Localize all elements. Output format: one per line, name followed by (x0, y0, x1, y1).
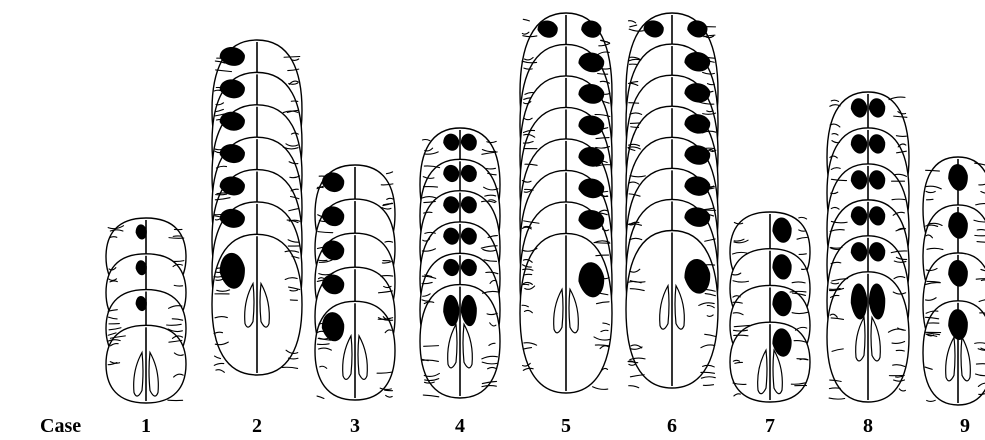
sulcus (630, 123, 640, 124)
sulcus (628, 21, 635, 23)
slice-stack-case-3 (315, 165, 395, 400)
brain-slice (923, 301, 985, 405)
sulcus (288, 358, 298, 359)
sulcus (629, 364, 636, 366)
sulcus (422, 140, 429, 141)
sulcus (799, 217, 807, 219)
sulcus (703, 385, 713, 386)
case-label-1: 1 (141, 415, 151, 437)
case-label-7: 7 (765, 415, 775, 437)
sulcus (169, 238, 184, 239)
sulcus (424, 187, 438, 188)
case-row-label: Case (40, 415, 81, 437)
sulcus (216, 370, 224, 373)
sulcus (889, 97, 905, 100)
sulcus (926, 199, 933, 200)
sulcus (629, 386, 639, 388)
slice-stack-case-7 (730, 212, 810, 402)
brain-slice (420, 285, 500, 398)
slice-stack-case-9 (923, 157, 985, 405)
sulcus (630, 25, 637, 27)
brain-slice (315, 301, 395, 400)
brain-slice (626, 231, 718, 389)
sulcus (214, 363, 224, 365)
case-label-8: 8 (863, 415, 873, 437)
case-label-5: 5 (561, 415, 571, 437)
slice-stack-case-2 (212, 40, 302, 375)
sulcus (522, 32, 529, 34)
case-label-4: 4 (455, 415, 465, 437)
case-label-3: 3 (350, 415, 360, 437)
brain-slice (520, 233, 612, 393)
sulcus (380, 388, 391, 389)
sulcus (386, 395, 393, 397)
sulcus (423, 395, 439, 397)
brain-slice (827, 272, 909, 402)
slice-stack-case-8 (827, 92, 909, 402)
sulcus (829, 388, 840, 389)
slice-stacks (106, 13, 985, 405)
sulcus (282, 367, 297, 368)
sulcus (899, 389, 905, 391)
sulcus (482, 386, 496, 387)
sulcus (896, 136, 906, 137)
sulcus (596, 255, 609, 256)
sulcus (284, 56, 300, 57)
slice-stack-case-1 (106, 218, 186, 403)
sulcus (926, 170, 940, 171)
sulcus (927, 400, 936, 401)
sulcus (896, 350, 904, 351)
sulcus (829, 398, 845, 399)
slice-stack-case-4 (420, 128, 500, 398)
sulcus (424, 346, 439, 347)
sulcus (701, 377, 715, 378)
sulcus (892, 199, 905, 200)
sulcus (831, 100, 838, 101)
sulcus (292, 59, 299, 60)
sulcus (630, 375, 644, 377)
sulcus (215, 356, 221, 358)
sulcus (593, 387, 608, 390)
sulcus (386, 172, 392, 174)
slice-stack-case-6 (626, 13, 718, 388)
sulcus (981, 280, 985, 281)
brain-slice (730, 322, 810, 402)
sulcus (734, 394, 741, 396)
sulcus (381, 276, 393, 277)
brain-slice (212, 234, 302, 375)
sulcus (799, 254, 806, 255)
brain-slice (106, 325, 186, 403)
slice-stack-case-5 (520, 13, 612, 393)
case-label-6: 6 (667, 415, 677, 437)
sulcus (523, 19, 529, 21)
sulcus (317, 396, 324, 398)
sulcus (734, 335, 748, 336)
case-label-2: 2 (252, 415, 262, 437)
sulcus (524, 274, 531, 275)
case-label-9: 9 (960, 415, 970, 437)
